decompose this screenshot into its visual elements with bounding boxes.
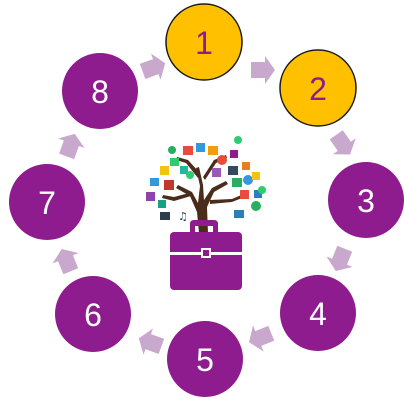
arrow-6-7 bbox=[49, 244, 84, 277]
step-7[interactable]: 7 bbox=[9, 164, 85, 240]
arrow-3-4 bbox=[323, 243, 358, 276]
step-1-label: 1 bbox=[195, 25, 213, 61]
step-2[interactable]: 2 bbox=[280, 50, 356, 126]
step-5-label: 5 bbox=[196, 342, 214, 378]
step-3[interactable]: 3 bbox=[328, 162, 404, 238]
arrow-4-5 bbox=[244, 320, 277, 355]
svg-text:♫: ♫ bbox=[178, 210, 188, 223]
arrow-5-6 bbox=[134, 325, 166, 360]
step-3-label: 3 bbox=[357, 183, 375, 219]
step-8[interactable]: 8 bbox=[62, 53, 138, 129]
step-6[interactable]: 6 bbox=[55, 276, 131, 352]
arrow-7-8 bbox=[53, 129, 88, 161]
arrow-1-2 bbox=[251, 56, 275, 84]
arrow-8-1 bbox=[138, 50, 170, 85]
arrow-2-3 bbox=[325, 127, 362, 163]
step-4-label: 4 bbox=[309, 296, 327, 332]
step-1[interactable]: 1 bbox=[166, 4, 242, 80]
step-6-label: 6 bbox=[84, 297, 102, 333]
step-5[interactable]: 5 bbox=[167, 321, 243, 397]
step-8-label: 8 bbox=[91, 74, 109, 110]
step-7-label: 7 bbox=[38, 185, 56, 221]
step-2-label: 2 bbox=[309, 71, 327, 107]
tree-of-apps-briefcase-icon: ♫ bbox=[146, 136, 266, 290]
step-4[interactable]: 4 bbox=[280, 275, 356, 351]
